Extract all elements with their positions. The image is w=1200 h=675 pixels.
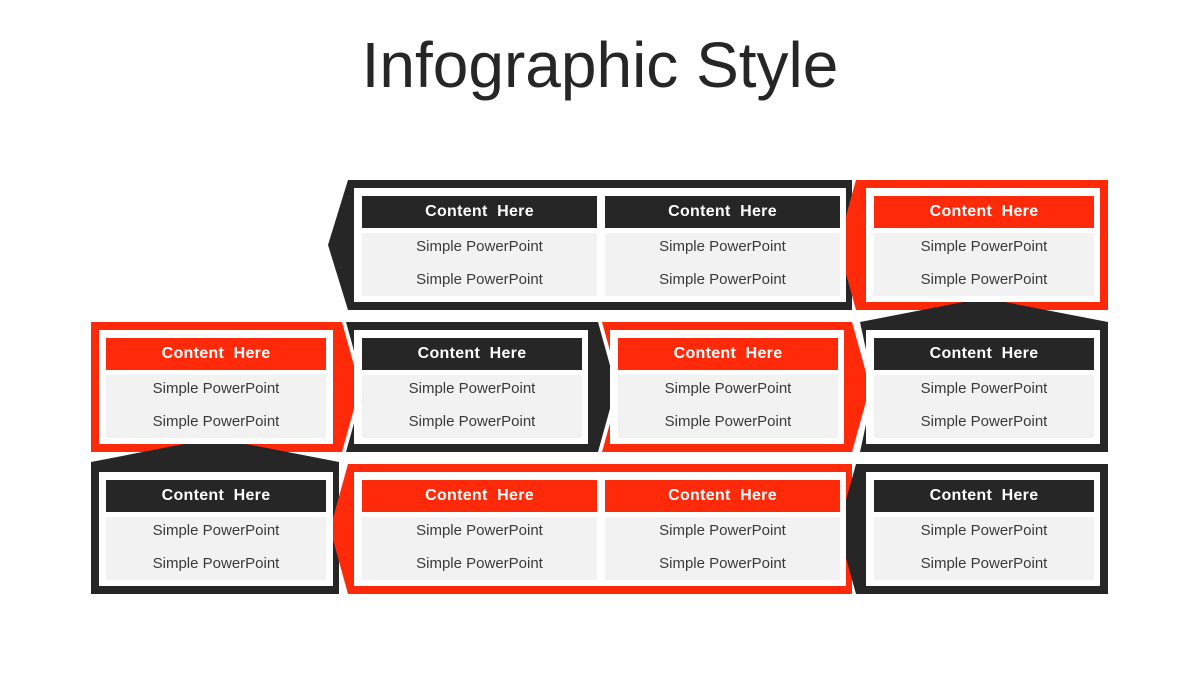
card-text: Simple PowerPoint xyxy=(664,413,792,430)
card-text: Simple PowerPoint xyxy=(416,522,543,539)
card-body: Simple PowerPoint Simple PowerPoint xyxy=(874,233,1094,296)
card-body: Simple PowerPoint Simple PowerPoint xyxy=(106,375,326,438)
card-text: Simple PowerPoint xyxy=(920,238,1048,255)
card-text: Simple PowerPoint xyxy=(659,271,786,288)
card-body: Simple PowerPoint Simple PowerPoint xyxy=(362,375,582,438)
card-body: Simple PowerPoint Simple PowerPoint xyxy=(106,517,326,580)
card-text: Simple PowerPoint xyxy=(152,413,280,430)
card-body: Simple PowerPoint Simple PowerPoint xyxy=(874,375,1094,438)
card-text: Simple PowerPoint xyxy=(659,555,786,572)
card-header: Content Here xyxy=(874,196,1094,228)
card-header: Content Here xyxy=(362,338,582,370)
content-card: Content Here Simple PowerPoint Simple Po… xyxy=(605,480,840,580)
card-header: Content Here xyxy=(874,338,1094,370)
card-header: Content Here xyxy=(605,480,840,512)
card-body: Simple PowerPoint Simple PowerPoint xyxy=(362,233,597,296)
card-text: Simple PowerPoint xyxy=(408,413,536,430)
content-card: Content Here Simple PowerPoint Simple Po… xyxy=(362,480,597,580)
content-card: Content Here Simple PowerPoint Simple Po… xyxy=(874,480,1094,580)
card-text: Simple PowerPoint xyxy=(408,380,536,397)
content-card: Content Here Simple PowerPoint Simple Po… xyxy=(605,196,840,296)
card-text: Simple PowerPoint xyxy=(920,380,1048,397)
card-text: Simple PowerPoint xyxy=(664,380,792,397)
card-body: Simple PowerPoint Simple PowerPoint xyxy=(605,233,840,296)
card-text: Simple PowerPoint xyxy=(152,555,280,572)
content-card: Content Here Simple PowerPoint Simple Po… xyxy=(618,338,838,438)
card-text: Simple PowerPoint xyxy=(416,271,543,288)
card-text: Simple PowerPoint xyxy=(416,555,543,572)
card-header: Content Here xyxy=(106,338,326,370)
card-text: Simple PowerPoint xyxy=(920,271,1048,288)
card-body: Simple PowerPoint Simple PowerPoint xyxy=(618,375,838,438)
content-card: Content Here Simple PowerPoint Simple Po… xyxy=(874,338,1094,438)
card-header: Content Here xyxy=(874,480,1094,512)
card-text: Simple PowerPoint xyxy=(416,238,543,255)
card-header: Content Here xyxy=(106,480,326,512)
card-body: Simple PowerPoint Simple PowerPoint xyxy=(874,517,1094,580)
card-text: Simple PowerPoint xyxy=(920,555,1048,572)
card-text: Simple PowerPoint xyxy=(659,522,786,539)
content-card: Content Here Simple PowerPoint Simple Po… xyxy=(362,196,597,296)
card-text: Simple PowerPoint xyxy=(920,522,1048,539)
slide-title: Infographic Style xyxy=(361,29,839,101)
card-body: Simple PowerPoint Simple PowerPoint xyxy=(362,517,597,580)
card-header: Content Here xyxy=(362,196,597,228)
card-header: Content Here xyxy=(362,480,597,512)
content-card: Content Here Simple PowerPoint Simple Po… xyxy=(106,338,326,438)
card-text: Simple PowerPoint xyxy=(659,238,786,255)
content-card: Content Here Simple PowerPoint Simple Po… xyxy=(106,480,326,580)
card-header: Content Here xyxy=(618,338,838,370)
card-header: Content Here xyxy=(605,196,840,228)
card-body: Simple PowerPoint Simple PowerPoint xyxy=(605,517,840,580)
card-text: Simple PowerPoint xyxy=(152,522,280,539)
content-card: Content Here Simple PowerPoint Simple Po… xyxy=(362,338,582,438)
card-text: Simple PowerPoint xyxy=(920,413,1048,430)
content-card: Content Here Simple PowerPoint Simple Po… xyxy=(874,196,1094,296)
card-text: Simple PowerPoint xyxy=(152,380,280,397)
